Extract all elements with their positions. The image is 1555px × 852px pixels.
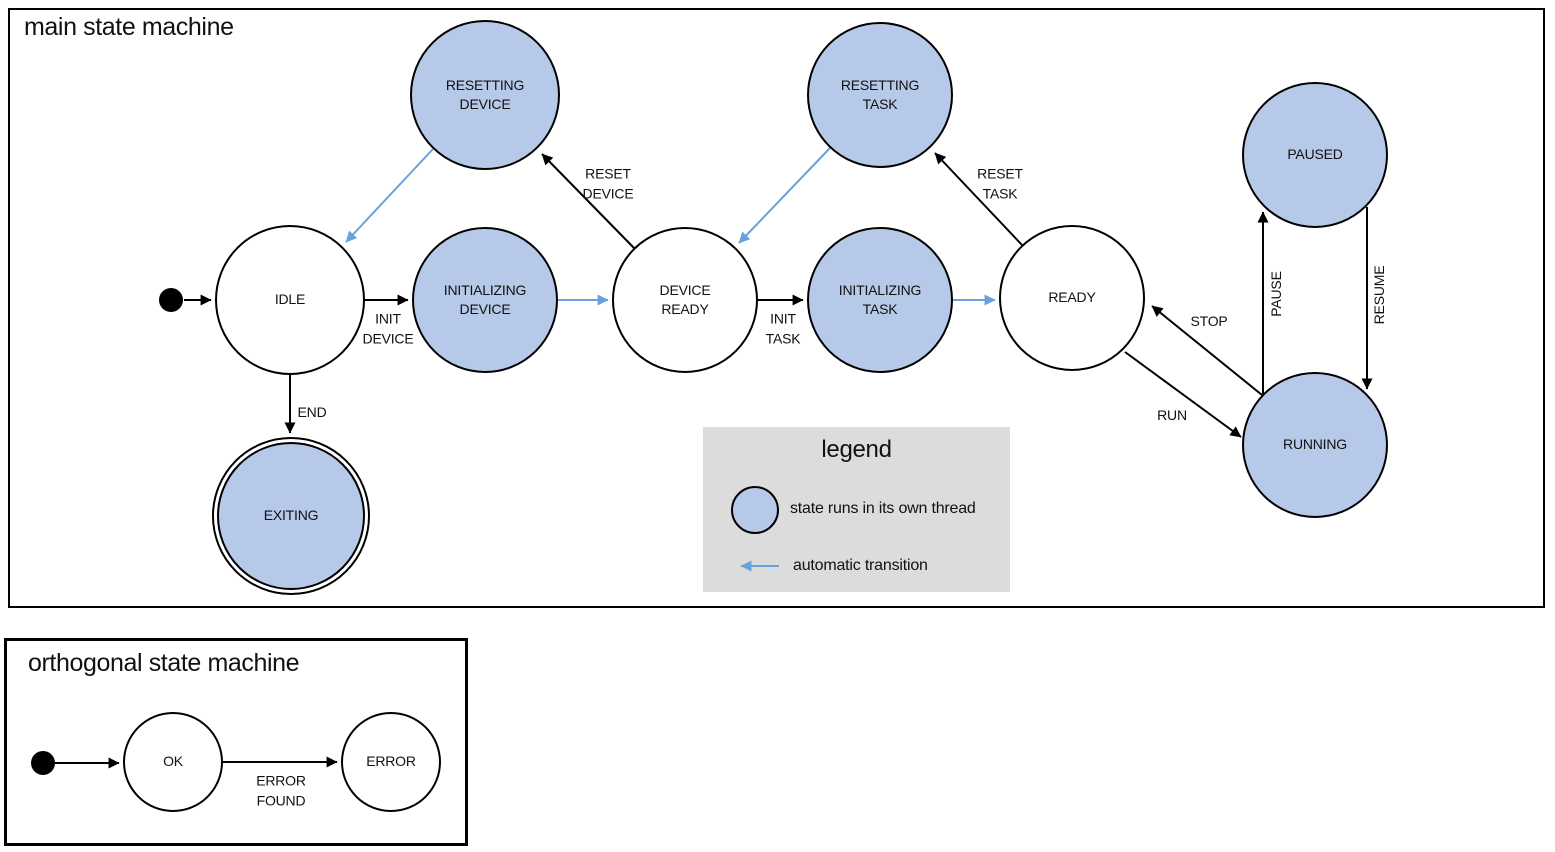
legend-box: legend state runs in its own thread auto… — [703, 427, 1010, 592]
transition-label-init-task: INIT TASK — [765, 310, 801, 346]
legend-thread-state-label: state runs in its own thread — [790, 500, 976, 517]
state-label: IDLE — [274, 291, 306, 308]
state-ready: READY — [999, 225, 1145, 371]
state-label: PAUSED — [1287, 146, 1343, 163]
state-label: RESETTING TASK — [840, 76, 920, 112]
transition-label-end: END — [297, 404, 327, 421]
state-running: RUNNING — [1242, 372, 1388, 518]
transition-label-resume: RESUME — [1371, 265, 1388, 325]
state-resetting-task: RESETTING TASK — [807, 22, 953, 168]
legend-auto-transition-label: automatic transition — [793, 557, 928, 574]
state-label: DEVICE READY — [659, 281, 711, 317]
transition-label-run: RUN — [1157, 407, 1187, 424]
state-label: OK — [163, 753, 183, 770]
initial-state-dot-main — [159, 288, 183, 312]
state-resetting-device: RESETTING DEVICE — [410, 20, 560, 170]
state-idle: IDLE — [215, 225, 365, 375]
transition-label-pause: PAUSE — [1268, 271, 1285, 317]
state-initializing-task: INITIALIZING TASK — [807, 227, 953, 373]
state-exiting-inner-circle: EXITING — [217, 442, 365, 590]
legend-title: legend — [821, 436, 892, 463]
state-exiting-final: EXITING — [212, 437, 370, 595]
state-label: INITIALIZING DEVICE — [443, 281, 527, 317]
state-label: ERROR — [366, 753, 416, 770]
transition-label-init-device: INIT DEVICE — [362, 310, 414, 346]
transition-label-reset-task: RESET TASK — [977, 165, 1023, 201]
transition-label-reset-device: RESET DEVICE — [582, 165, 634, 201]
initial-state-dot-orthogonal — [31, 751, 55, 775]
state-paused: PAUSED — [1242, 82, 1388, 228]
state-label: RESETTING DEVICE — [445, 76, 525, 112]
main-state-machine-title: main state machine — [24, 13, 234, 41]
state-label: EXITING — [263, 507, 319, 524]
orthogonal-state-machine-title: orthogonal state machine — [28, 649, 300, 677]
state-label: RUNNING — [1283, 436, 1347, 453]
state-initializing-device: INITIALIZING DEVICE — [412, 227, 558, 373]
state-error: ERROR — [341, 712, 441, 812]
transition-label-error-found: ERROR FOUND — [256, 772, 306, 808]
state-device-ready: DEVICE READY — [612, 227, 758, 373]
state-ok: OK — [123, 712, 223, 812]
transition-label-stop: STOP — [1190, 313, 1228, 330]
thread-state-icon — [731, 486, 779, 534]
state-label: READY — [1048, 289, 1096, 306]
state-label: INITIALIZING TASK — [838, 281, 922, 317]
